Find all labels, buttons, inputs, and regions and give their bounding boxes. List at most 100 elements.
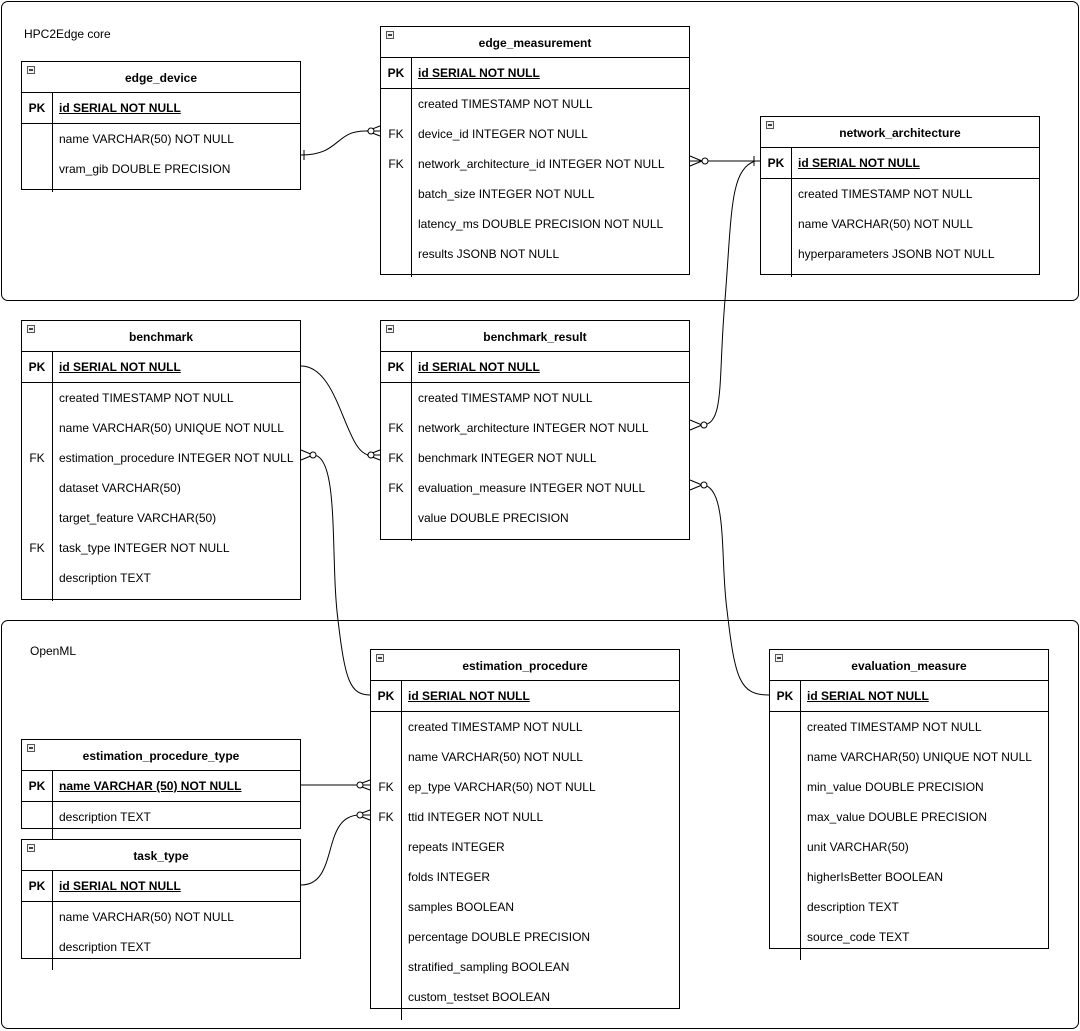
key-label: PK <box>387 360 405 374</box>
table-title: edge_measurement <box>478 36 592 50</box>
field-row[interactable]: stratified_sampling BOOLEAN <box>371 952 679 982</box>
relationship-line <box>701 160 760 426</box>
key-label: FK <box>388 481 404 495</box>
field-row[interactable]: description TEXT <box>22 802 300 832</box>
field-row[interactable]: name VARCHAR(50) NOT NULL <box>761 209 1039 239</box>
field-row[interactable]: samples BOOLEAN <box>371 892 679 922</box>
field-row[interactable]: source_code TEXT <box>770 922 1048 952</box>
field-name: unit VARCHAR(50) <box>807 840 909 854</box>
many-marker <box>689 155 703 162</box>
key-label: FK <box>29 451 45 465</box>
field-row[interactable]: unit VARCHAR(50) <box>770 832 1048 862</box>
collapse-icon[interactable] <box>766 121 774 129</box>
field-name: created TIMESTAMP NOT NULL <box>798 187 973 201</box>
key-label: PK <box>377 689 395 703</box>
many-marker <box>689 424 703 431</box>
field-row[interactable]: dataset VARCHAR(50) <box>22 473 300 503</box>
collapse-icon[interactable] <box>27 844 35 852</box>
collapse-icon[interactable] <box>27 66 35 74</box>
field-row[interactable]: created TIMESTAMP NOT NULL <box>770 712 1048 742</box>
field-row[interactable]: percentage DOUBLE PRECISION <box>371 922 679 952</box>
field-row[interactable]: batch_size INTEGER NOT NULL <box>381 179 689 209</box>
field-row[interactable]: hyperparameters JSONB NOT NULL <box>761 239 1039 269</box>
field-row[interactable]: value DOUBLE PRECISION <box>381 503 689 533</box>
field-row[interactable]: max_value DOUBLE PRECISION <box>770 802 1048 832</box>
field-row[interactable]: created TIMESTAMP NOT NULL <box>371 712 679 742</box>
field-row[interactable]: description TEXT <box>22 932 300 962</box>
field-row[interactable]: name VARCHAR(50) NOT NULL <box>22 902 300 932</box>
field-row[interactable]: description TEXT <box>770 892 1048 922</box>
collapse-icon[interactable] <box>376 654 384 662</box>
collapse-icon[interactable] <box>775 654 783 662</box>
field-row[interactable]: higherIsBetter BOOLEAN <box>770 862 1048 892</box>
field-row[interactable]: created TIMESTAMP NOT NULL <box>761 179 1039 209</box>
table-header: network_architecture <box>761 117 1039 148</box>
field-row[interactable]: name VARCHAR(50) NOT NULL <box>22 124 300 154</box>
field-row[interactable]: vram_gib DOUBLE PRECISION <box>22 154 300 184</box>
table-title: task_type <box>133 849 189 863</box>
field-row[interactable]: name VARCHAR(50) NOT NULL <box>371 742 679 772</box>
optional-marker <box>701 157 709 165</box>
field-list: description TEXT <box>22 802 300 840</box>
key-label: FK <box>378 780 394 794</box>
field-row[interactable]: name VARCHAR(50) UNIQUE NOT NULL <box>770 742 1048 772</box>
field-row[interactable]: name VARCHAR(50) UNIQUE NOT NULL <box>22 413 300 443</box>
primary-key-field: id SERIAL NOT NULL <box>59 360 181 374</box>
field-name: created TIMESTAMP NOT NULL <box>408 720 583 734</box>
primary-key-field: name VARCHAR (50) NOT NULL <box>59 779 242 793</box>
field-name: source_code TEXT <box>807 930 910 944</box>
field-name: max_value DOUBLE PRECISION <box>807 810 988 824</box>
field-name: ttid INTEGER NOT NULL <box>408 810 544 824</box>
field-name: description TEXT <box>59 940 151 954</box>
field-row[interactable]: folds INTEGER <box>371 862 679 892</box>
field-row[interactable]: repeats INTEGER <box>371 832 679 862</box>
field-row[interactable]: description TEXT <box>22 563 300 593</box>
collapse-icon[interactable] <box>386 325 394 333</box>
field-row[interactable]: latency_ms DOUBLE PRECISION NOT NULL <box>381 209 689 239</box>
field-row[interactable]: custom_testset BOOLEAN <box>371 982 679 1012</box>
collapse-icon[interactable] <box>27 744 35 752</box>
field-row[interactable]: created TIMESTAMP NOT NULL <box>22 383 300 413</box>
field-row[interactable]: min_value DOUBLE PRECISION <box>770 772 1048 802</box>
key-label: FK <box>388 157 404 171</box>
field-row[interactable]: target_feature VARCHAR(50) <box>22 503 300 533</box>
field-row[interactable]: results JSONB NOT NULL <box>381 239 689 269</box>
optional-marker <box>309 451 317 459</box>
field-row[interactable]: created TIMESTAMP NOT NULL <box>381 383 689 413</box>
field-name: repeats INTEGER <box>408 840 505 854</box>
optional-marker <box>700 481 708 489</box>
optional-marker <box>367 451 375 459</box>
field-name: benchmark INTEGER NOT NULL <box>418 451 597 465</box>
field-row[interactable]: created TIMESTAMP NOT NULL <box>381 89 689 119</box>
collapse-icon[interactable] <box>27 325 35 333</box>
collapse-icon[interactable] <box>386 31 394 39</box>
